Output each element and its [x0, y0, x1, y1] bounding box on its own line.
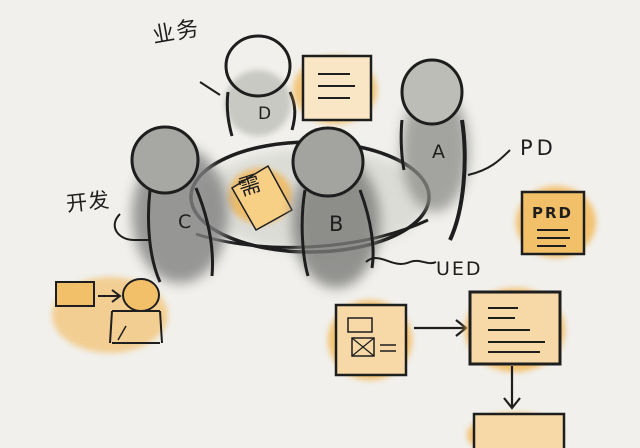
prd-document — [516, 186, 596, 258]
requirement-document — [228, 164, 294, 232]
d-document — [293, 54, 377, 124]
person-b — [291, 126, 437, 288]
person-a — [399, 58, 511, 241]
pd-label: PD — [520, 136, 557, 160]
developer-label: 开发 — [64, 187, 112, 217]
prd-document-label: PRD — [532, 204, 573, 222]
person-b-label: B — [329, 212, 344, 236]
person-c — [113, 125, 228, 283]
person-a-label: A — [432, 141, 445, 163]
developer-workstation — [52, 277, 168, 353]
ued-label: UED — [436, 258, 483, 280]
person-d-label: D — [258, 104, 272, 124]
person-d — [199, 34, 297, 137]
ued-flow — [328, 288, 566, 448]
person-c-label: C — [178, 211, 192, 233]
